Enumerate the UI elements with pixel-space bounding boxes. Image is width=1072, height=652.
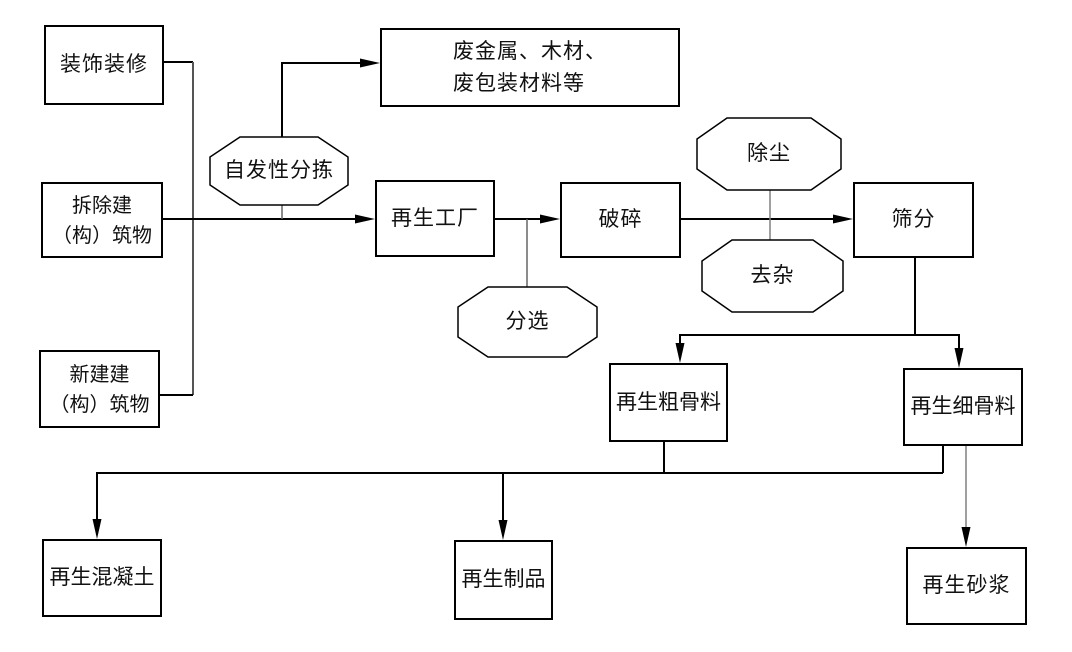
node-recycled-products: 再生制品 [454, 540, 553, 620]
arrowhead-into-factory [355, 214, 375, 224]
node-waste-materials: 废金属、木材、 废包装材料等 [380, 28, 680, 107]
node-recycled-concrete: 再生混凝土 [42, 539, 162, 617]
node-new-construction-label: 新建建 （构）筑物 [49, 362, 150, 416]
node-spontaneous-sorting-label: 自发性分拣 [224, 158, 334, 183]
node-screening-label: 筛分 [891, 207, 936, 232]
node-waste-materials-label: 废金属、木材、 废包装材料等 [453, 39, 607, 95]
node-new-construction: 新建建 （构）筑物 [39, 350, 160, 428]
node-dust-removal-label: 除尘 [747, 141, 791, 166]
node-decoration-label: 装饰装修 [60, 52, 148, 77]
octagon-impurity-removal-outline [701, 239, 844, 313]
node-coarse-aggregate: 再生粗骨料 [609, 363, 728, 442]
node-dust-removal: 除尘 [697, 118, 841, 190]
arrowhead-into-waste [360, 58, 380, 68]
arrowhead-into-products [498, 520, 508, 540]
arrowhead-into-fine [954, 348, 964, 368]
node-impurity-removal: 去杂 [702, 240, 843, 312]
node-recycled-mortar: 再生砂浆 [906, 547, 1027, 625]
arrowhead-into-coarse [675, 343, 685, 363]
arrowhead-into-mortar [961, 527, 971, 547]
node-decoration: 装饰装修 [44, 25, 164, 105]
node-fine-aggregate-label: 再生细骨料 [910, 394, 1016, 419]
arrowhead-into-concrete [92, 519, 102, 539]
node-recycled-mortar-label: 再生砂浆 [922, 573, 1011, 598]
arrowhead-into-screening [833, 214, 853, 224]
octagon-spontaneous-sorting-outline [209, 136, 349, 206]
node-demolition-label: 拆除建 （构）筑物 [52, 193, 152, 247]
node-recycled-products-label: 再生制品 [461, 567, 546, 592]
node-screening: 筛分 [853, 182, 974, 258]
octagon-sorting-outline [457, 286, 598, 358]
node-recycling-factory: 再生工厂 [375, 180, 495, 257]
node-fine-aggregate: 再生细骨料 [903, 368, 1023, 446]
octagon-dust-removal-outline [696, 117, 842, 191]
node-sorting: 分选 [458, 287, 597, 357]
node-crushing: 破碎 [560, 182, 681, 258]
node-recycling-factory-label: 再生工厂 [391, 205, 479, 230]
arrowhead-into-crushing [540, 214, 560, 224]
node-spontaneous-sorting: 自发性分拣 [210, 137, 348, 205]
node-impurity-removal-label: 去杂 [750, 263, 795, 288]
node-coarse-aggregate-label: 再生粗骨料 [616, 389, 721, 414]
node-demolition: 拆除建 （构）筑物 [41, 182, 163, 258]
node-recycled-concrete-label: 再生混凝土 [49, 565, 155, 590]
node-sorting-label: 分选 [505, 309, 550, 334]
node-crushing-label: 破碎 [598, 207, 643, 232]
